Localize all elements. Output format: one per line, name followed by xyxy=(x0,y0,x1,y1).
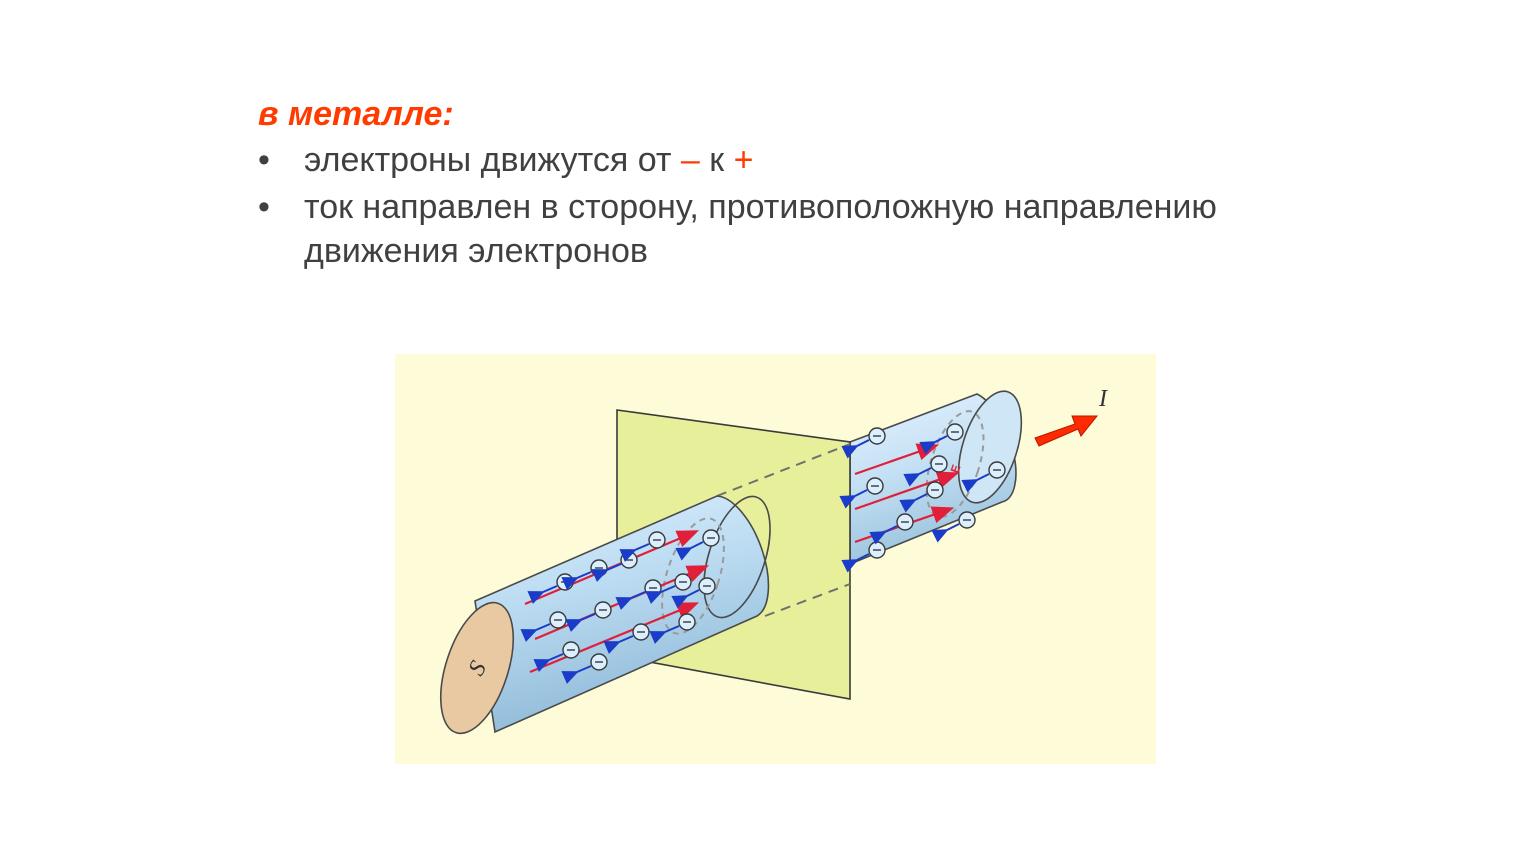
bullet-item-electrons: • электроны движутся от – к + xyxy=(258,138,1258,182)
electron xyxy=(919,423,964,455)
electrons xyxy=(520,423,1006,684)
cylinder-back-segment xyxy=(849,390,1023,566)
electron xyxy=(903,455,948,487)
electron xyxy=(533,641,580,672)
electron xyxy=(839,477,884,509)
bullet-marker: • xyxy=(258,141,270,179)
cross-section-face xyxy=(439,601,515,735)
bullet-item-current: • ток направлен в сторону, противоположн… xyxy=(258,185,1258,273)
bullet-text: электроны движутся от xyxy=(304,141,681,179)
current-label: I xyxy=(1098,386,1108,412)
electron xyxy=(645,573,692,604)
hidden-edges xyxy=(716,443,851,617)
plus-sign: + xyxy=(733,141,754,179)
electron xyxy=(899,481,944,513)
electron xyxy=(931,511,976,543)
electron xyxy=(603,623,650,654)
electron xyxy=(565,601,612,632)
conductor-figure: E E S I xyxy=(395,354,1156,764)
minus-sign: – xyxy=(680,141,700,179)
electron xyxy=(649,613,696,644)
bullet-marker: • xyxy=(258,188,270,226)
electron xyxy=(841,427,886,459)
bullet-text-middle: к xyxy=(699,141,734,179)
electron xyxy=(619,531,666,562)
bullet-list: • электроны движутся от – к + • ток напр… xyxy=(258,138,1258,273)
electron xyxy=(961,461,1006,493)
electron xyxy=(675,529,720,561)
conductor-diagram: E E S I xyxy=(439,386,1108,735)
electron xyxy=(561,653,608,684)
electron xyxy=(869,513,914,545)
electron xyxy=(671,577,716,609)
current-arrow xyxy=(1034,415,1099,447)
electron xyxy=(520,611,567,642)
heading: в металле: xyxy=(258,95,454,133)
bullet-text: ток направлен в сторону, противоположную… xyxy=(304,188,1217,270)
text-block: в металле: • электроны движутся от – к +… xyxy=(258,92,1258,276)
cylinder-front-segment xyxy=(439,495,771,735)
